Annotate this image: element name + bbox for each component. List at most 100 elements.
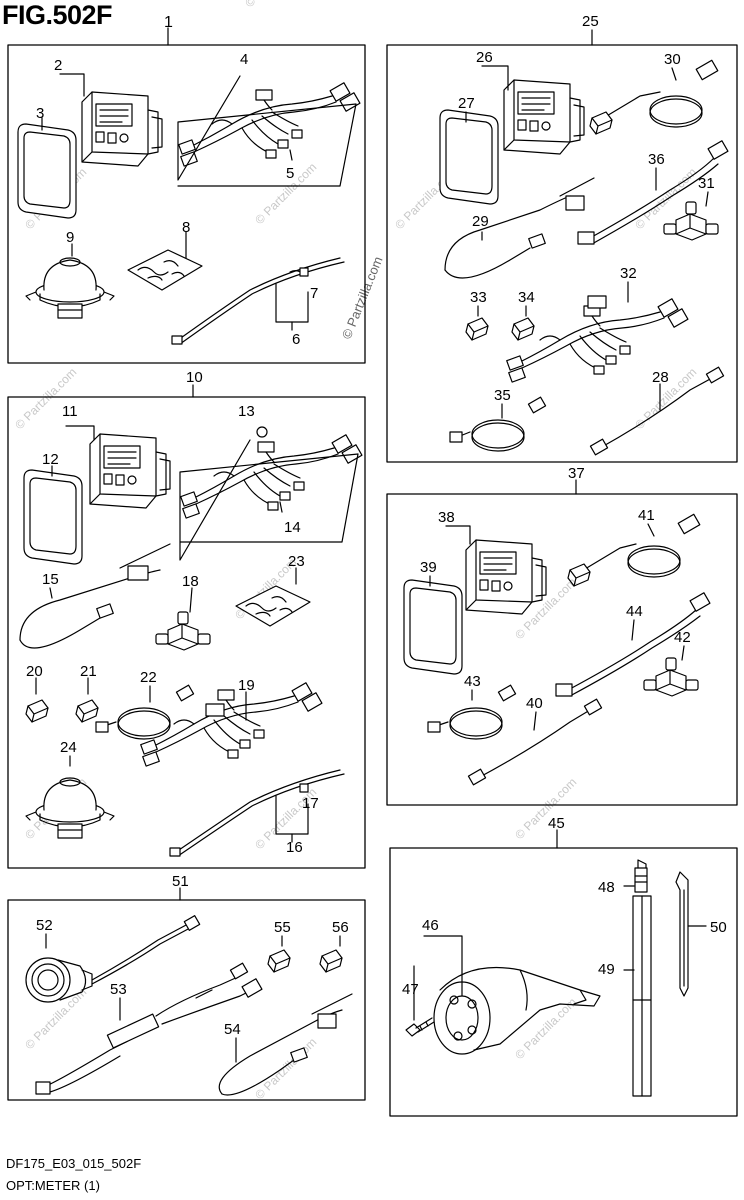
screw-part-47 xyxy=(405,1017,435,1037)
cable-part-44 xyxy=(567,609,697,691)
kit-25-parts xyxy=(439,59,729,456)
cable-part-6 xyxy=(177,257,341,341)
cable-part-54 xyxy=(218,1009,343,1095)
watermark-text: © Partzilla.com xyxy=(242,0,309,10)
cable-part-35 xyxy=(471,419,525,452)
callout-18: 18 xyxy=(182,573,199,590)
callout-30: 30 xyxy=(664,51,681,68)
watermark-text: © Partzilla.com xyxy=(252,1035,319,1102)
panel-kit-37 xyxy=(386,493,738,806)
callout-33: 33 xyxy=(470,289,487,306)
callout-9: 9 xyxy=(66,229,74,246)
callout-49: 49 xyxy=(598,961,615,978)
callout-46: 46 xyxy=(422,917,439,934)
cable-part-16 xyxy=(175,769,341,853)
callout-47: 47 xyxy=(402,981,419,998)
panel-kit-45 xyxy=(389,847,738,1117)
callout-11: 11 xyxy=(62,403,78,420)
callout-54: 54 xyxy=(224,1021,241,1038)
watermark-text: © Partzilla.com xyxy=(339,254,386,341)
callout-23: 23 xyxy=(288,553,305,570)
callout-7: 7 xyxy=(310,285,318,302)
callout-24: 24 xyxy=(60,739,77,756)
callout-37: 37 xyxy=(568,465,585,482)
meter-cover-part-3 xyxy=(17,123,77,219)
bag-part-23 xyxy=(235,585,311,627)
clip-part-7 xyxy=(299,267,309,277)
cable-part-15 xyxy=(19,569,161,641)
screw-part-5 xyxy=(289,149,293,161)
t-joint-part-42 xyxy=(643,657,699,697)
bag-part-8 xyxy=(127,249,203,291)
callout-4: 4 xyxy=(240,51,248,68)
figure-caption: OPT:METER (1) xyxy=(6,1178,100,1193)
cable-part-29 xyxy=(444,195,571,271)
kit-1-parts xyxy=(17,73,361,345)
callout-39: 39 xyxy=(420,559,437,576)
callout-16: 16 xyxy=(286,839,303,856)
screw-part-14 xyxy=(279,501,283,513)
cable-part-40 xyxy=(477,709,591,779)
callout-8: 8 xyxy=(182,219,190,236)
harness-part-4 xyxy=(178,82,361,167)
figure-title: FIG.502F xyxy=(2,0,113,30)
panel-kit-1 xyxy=(7,44,366,364)
callout-27: 27 xyxy=(458,95,475,112)
panel-frames xyxy=(7,44,738,1117)
kit-37-parts xyxy=(403,513,711,786)
rod-part-49 xyxy=(632,859,652,1097)
callout-12: 12 xyxy=(42,451,59,468)
kit-51-parts xyxy=(25,915,353,1096)
callout-48: 48 xyxy=(598,879,615,896)
panel-kit-51 xyxy=(7,899,366,1101)
plug-part-20 xyxy=(25,699,49,723)
t-joint-part-31 xyxy=(663,201,719,241)
callout-52: 52 xyxy=(36,917,53,934)
callout-31: 31 xyxy=(698,175,715,192)
cable-part-22 xyxy=(117,707,171,740)
callout-numbers: 2 3 4 5 6 7 8 9 10 11 12 13 14 15 16 17 … xyxy=(26,13,727,1038)
callout-28: 28 xyxy=(652,369,669,386)
callout-3: 3 xyxy=(36,105,44,122)
cable-part-30 xyxy=(649,95,703,128)
plug-part-55 xyxy=(267,949,291,973)
callout-2: 2 xyxy=(54,57,62,74)
figure-code: DF175_E03_015_502F xyxy=(6,1156,142,1171)
callout-29: 29 xyxy=(472,213,489,230)
callout-35: 35 xyxy=(494,387,511,404)
callout-42: 42 xyxy=(674,629,691,646)
watermark-text: © Partzilla.com xyxy=(512,775,579,842)
gauge-part-52 xyxy=(25,915,201,1003)
plug-part-21 xyxy=(75,699,99,723)
callout-53: 53 xyxy=(110,981,127,998)
meter-part-2 xyxy=(81,91,163,167)
callout-6: 6 xyxy=(292,331,300,348)
callout-17: 17 xyxy=(302,795,319,812)
t-joint-part-18 xyxy=(155,611,211,651)
callout-40: 40 xyxy=(526,695,543,712)
callout-32: 32 xyxy=(620,265,637,282)
callout-38: 38 xyxy=(438,509,455,526)
holder-part-46 xyxy=(433,967,601,1055)
callout-10: 10 xyxy=(186,369,203,386)
callout-43: 43 xyxy=(464,673,481,690)
panel-header-leaders xyxy=(167,27,593,901)
callout-5: 5 xyxy=(286,165,294,182)
tie-part-50 xyxy=(675,871,689,997)
callout-14: 14 xyxy=(284,519,301,536)
meter-part-38 xyxy=(465,539,547,615)
callout-19: 19 xyxy=(238,677,255,694)
callout-22: 22 xyxy=(140,669,157,686)
sensor-part-9 xyxy=(25,257,115,319)
kit-10-parts xyxy=(19,425,363,857)
meter-part-26 xyxy=(503,79,585,155)
harness-part-13 xyxy=(180,434,363,519)
callout-50: 50 xyxy=(710,919,727,936)
callout-13: 13 xyxy=(238,403,255,420)
meter-part-11 xyxy=(89,433,171,509)
callout-36: 36 xyxy=(648,151,665,168)
panel-kit-10 xyxy=(7,396,366,869)
callout-26: 26 xyxy=(476,49,493,66)
tip-part-48 xyxy=(634,867,648,893)
